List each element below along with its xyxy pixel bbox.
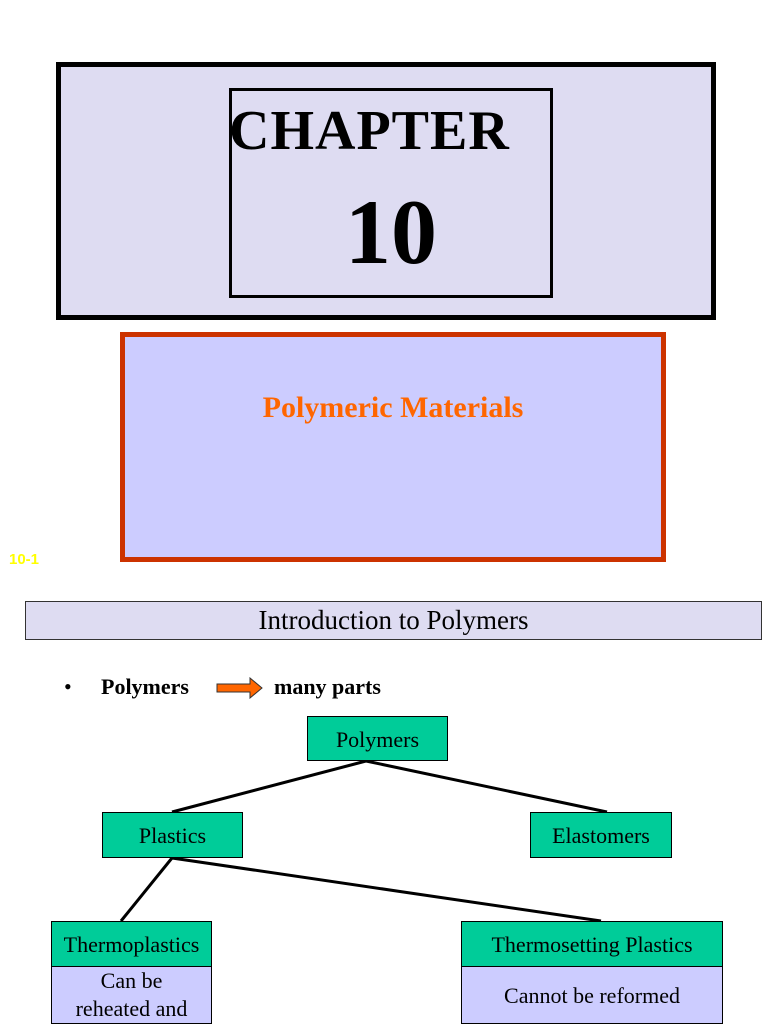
chapter-title-panel: [56, 62, 716, 320]
node-thermosetting: Thermosetting Plastics: [461, 921, 723, 967]
thermoplastics-description: Can be reheated and: [51, 967, 212, 1024]
chapter-subtitle: Polymeric Materials: [262, 391, 524, 424]
slide-number: 10-1: [9, 551, 40, 568]
thermosetting-description: Cannot be reformed: [461, 967, 723, 1024]
connector-plastics-thermosetting: [171, 856, 602, 923]
bullet-term: Polymers: [101, 674, 189, 699]
connector-polymers-elastomers: [365, 759, 608, 814]
bullet-marker: •: [64, 674, 72, 699]
node-elastomers: Elastomers: [530, 812, 672, 858]
bullet-definition: many parts: [274, 674, 381, 699]
connector-polymers-plastics: [171, 759, 367, 814]
connector-plastics-thermoplastics: [119, 857, 174, 922]
slide-title: Introduction to Polymers: [25, 601, 762, 640]
subtitle-panel: [120, 332, 666, 562]
node-plastics: Plastics: [102, 812, 243, 858]
right-arrow-icon: [216, 677, 263, 699]
chapter-title-frame: [229, 88, 553, 298]
node-polymers: Polymers: [307, 716, 448, 761]
node-thermoplastics: Thermoplastics: [51, 921, 212, 967]
chapter-number: 10: [345, 181, 437, 283]
chapter-word: CHAPTER: [229, 100, 510, 162]
